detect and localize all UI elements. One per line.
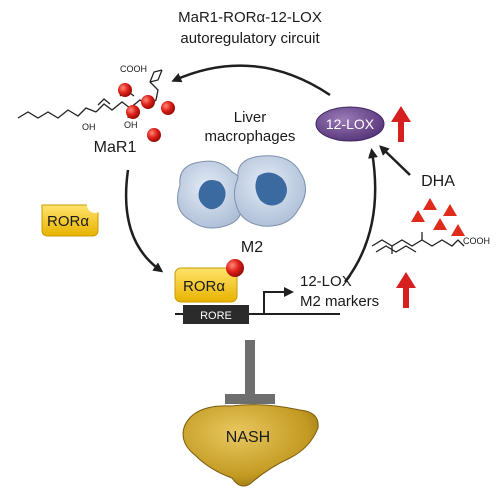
dha-arrow [379,145,411,176]
right-arc-arrow [344,148,378,283]
title-line-1: MaR1-RORα-12-LOX [178,9,322,26]
dha-triangle [443,204,457,216]
dha-triangle [411,210,425,222]
liver-shape [182,404,319,487]
m2-label: M2 [241,239,263,256]
transcription-arrow [263,287,294,314]
center-label-line-2: macrophages [205,128,296,145]
left-arc-arrow [124,169,164,273]
dha-structure [371,232,465,254]
ror-alpha-bound-label: RORα [183,278,225,295]
mar1-cooh: COOH [120,64,147,74]
dha-label: DHA [421,173,455,190]
liver-label: NASH [226,429,270,446]
macrophage-cells [177,155,306,229]
macrophage-nucleus-left [198,180,226,210]
dha-triangle [423,198,437,210]
center-label-line-1: Liver [234,109,267,126]
lox-label: 12-LOX [326,116,375,132]
target-genes-line-1: 12-LOX [300,273,352,290]
title-line-2: autoregulatory circuit [180,30,320,47]
dha-triangle [433,218,447,230]
mar1-ball [141,95,155,109]
dha-triangles [411,198,465,236]
target-genes-line-2: M2 markers [300,293,379,310]
mar1-ball [147,128,161,142]
dha-cooh: COOH [463,236,490,246]
dha-triangle [451,224,465,236]
ror-alpha-bound [174,259,244,303]
mar1-ball [118,83,132,97]
mar1-ball-bound [226,259,244,277]
lox-ellipse [315,106,385,142]
mar1-oh-1: OH [82,122,96,132]
macrophage-nucleus-right [255,172,287,206]
rore-label: RORE [200,310,232,322]
increase-arrow-lox [391,106,411,142]
ror-alpha-free [41,197,103,237]
mar1-ball [161,101,175,115]
mar1-ball [126,105,140,119]
inhibition-symbol [225,340,275,404]
mar1-molecules [118,83,175,142]
mar1-label: MaR1 [94,139,137,156]
rore-box [183,305,249,324]
ror-alpha-free-label: RORα [47,213,89,230]
mar1-structure [17,69,163,119]
increase-arrow-targets [396,272,416,308]
mar1-oh-2: OH [124,120,138,130]
top-arc-arrow [171,64,331,97]
